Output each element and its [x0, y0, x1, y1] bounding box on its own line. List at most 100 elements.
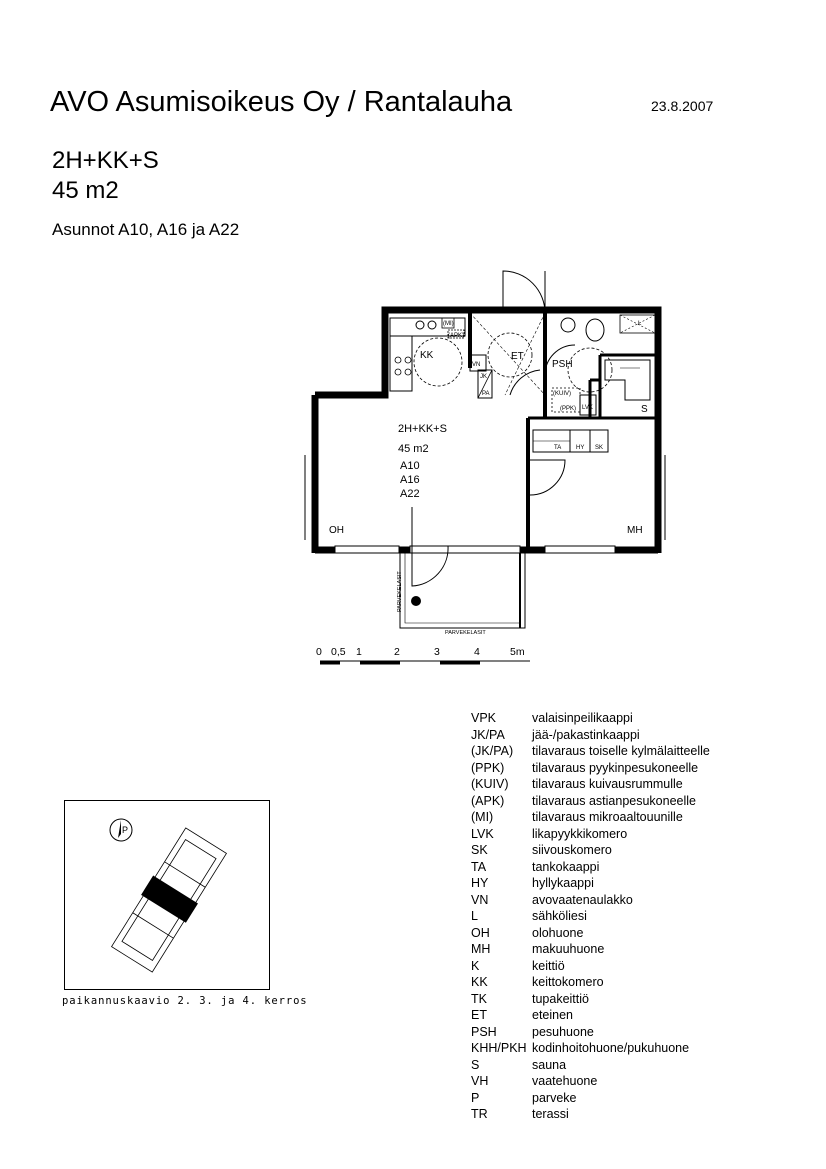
fixture-hy-label: HY: [576, 445, 584, 451]
apartment-type: 2H+KK+S: [52, 147, 159, 174]
north-arrow-icon: [109, 818, 133, 842]
legend-abbr: TA: [471, 859, 487, 874]
north-label: P: [122, 825, 128, 835]
legend-abbr: (PPK): [471, 760, 505, 775]
scale-label-5m: 5m: [510, 646, 525, 658]
plan-unit3-label: A22: [400, 488, 420, 500]
legend-abbr: HY: [471, 876, 489, 890]
legend-desc: tilavaraus toiselle kylmälaitteelle: [532, 744, 710, 758]
legend-abbr: (APK): [471, 793, 505, 808]
scale-label-05: 0,5: [331, 646, 346, 658]
legend-desc: avovaatenaulakko: [532, 892, 633, 907]
fixture-mi-label: (MI): [443, 321, 454, 327]
legend-abbr: MH: [471, 942, 491, 956]
legend-desc: kodinhoitohuone/pukuhuone: [532, 1041, 690, 1055]
legend-abbr: (JK/PA): [471, 744, 514, 758]
legend-desc: tupakeittiö: [532, 991, 589, 1006]
fixture-vn-label: VN: [472, 362, 480, 368]
legend-abbr: S: [471, 1057, 480, 1072]
scale-label-4: 4: [474, 646, 480, 658]
legend-desc: parveke: [532, 1090, 577, 1105]
legend-abbr: PSH: [471, 1024, 497, 1039]
legend-abbr: LVK: [471, 826, 494, 841]
legend-abbr: (MI): [471, 810, 494, 824]
legend-desc: likapyykkikomero: [532, 826, 628, 841]
legend-abbr: KK: [471, 975, 488, 989]
fixture-kuiv-label: (KUIV): [553, 391, 571, 397]
fixture-lvk-label: LVK: [582, 405, 593, 411]
legend-abbr: OH: [471, 925, 490, 940]
apartment-area: 45 m2: [52, 177, 119, 204]
legend-row: VN avovaatenaulakko: [471, 892, 710, 909]
legend-desc: hyllykaappi: [532, 876, 594, 890]
legend-desc: valaisinpeilikaappi: [532, 711, 633, 725]
plan-unit1-label: A10: [400, 460, 420, 472]
legend-row: MH makuuhuone: [471, 941, 710, 958]
legend-abbr: TR: [471, 1107, 488, 1121]
legend-row: LVK likapyykkikomero: [471, 826, 710, 843]
fixture-sk-label: SK: [595, 445, 603, 451]
balcony-glass-label-vertical: PARVEKELASIT: [397, 571, 403, 612]
room-oh-label: OH: [329, 525, 344, 536]
legend-row: OH olohuone: [471, 925, 710, 942]
legend-abbr: VN: [471, 892, 489, 907]
legend-desc: olohuone: [532, 925, 584, 940]
legend-desc: sähköliesi: [532, 909, 587, 923]
legend-abbr: P: [471, 1090, 480, 1105]
legend-desc: tankokaappi: [532, 859, 600, 874]
legend-row: SK siivouskomero: [471, 842, 710, 859]
legend-desc: keittiö: [532, 958, 565, 973]
scale-label-3: 3: [434, 646, 440, 658]
legend-desc: sauna: [532, 1057, 567, 1072]
legend-row: TA tankokaappi: [471, 859, 710, 876]
balcony-drain: [411, 596, 421, 606]
scale-label-0: 0: [316, 646, 322, 658]
fixture-l-label: L: [638, 321, 642, 327]
legend-row: PSH pesuhuone: [471, 1024, 710, 1041]
legend-desc: tilavaraus astianpesukoneelle: [532, 793, 696, 808]
room-mh-label: MH: [627, 525, 643, 536]
legend-desc: makuuhuone: [532, 942, 605, 956]
legend-row: HY hyllykaappi: [471, 875, 710, 892]
fixture-jk-label: JK: [480, 374, 487, 380]
fixture-apk-label: (APK): [448, 333, 464, 339]
legend-abbr: KHH/PKH: [471, 1041, 527, 1055]
legend-abbr: TK: [471, 991, 487, 1006]
legend-desc: tilavaraus pyykinpesukoneelle: [532, 760, 699, 775]
legend-abbr: VPK: [471, 711, 497, 725]
legend-row: (APK) tilavaraus astianpesukoneelle: [471, 793, 710, 810]
page-title: AVO Asumisoikeus Oy / Rantalauha: [50, 86, 513, 118]
legend-desc: vaatehuone: [532, 1074, 598, 1088]
room-et-label: ET: [511, 351, 524, 362]
fixture-pa-label: PA: [482, 391, 490, 397]
fixture-ppk-label: (PPK): [560, 406, 576, 412]
legend-desc: keittokomero: [532, 975, 604, 989]
room-psh-label: PSH: [552, 359, 573, 370]
legend-row: (JK/PA) tilavaraus toiselle kylmälaitteel…: [471, 743, 710, 760]
legend-row: TK tupakeittiö: [471, 991, 710, 1008]
legend-row: VPK valaisinpeilikaappi: [471, 710, 710, 727]
key-map: P: [64, 800, 270, 990]
legend-row: (PPK) tilavaraus pyykinpesukoneelle: [471, 760, 710, 777]
legend-row: KHH/PKH kodinhoitohuone/pukuhuone: [471, 1040, 710, 1057]
legend-abbr: L: [471, 909, 478, 923]
legend-abbr: SK: [471, 843, 488, 857]
legend-desc: jää-/pakastinkaappi: [532, 727, 640, 742]
keymap-caption: paikannuskaavio 2. 3. ja 4. kerros: [62, 995, 308, 1007]
legend-desc: pesuhuone: [532, 1024, 594, 1039]
fixture-ta-label: TA: [554, 445, 561, 451]
apartment-units: Asunnot A10, A16 ja A22: [52, 220, 240, 239]
date-label: 23.8.2007: [651, 98, 714, 114]
legend-desc: tilavaraus mikroaaltouunille: [532, 810, 683, 824]
legend-desc: siivouskomero: [532, 843, 612, 857]
scale-label-1: 1: [356, 646, 362, 658]
legend-row: KK keittokomero: [471, 974, 710, 991]
